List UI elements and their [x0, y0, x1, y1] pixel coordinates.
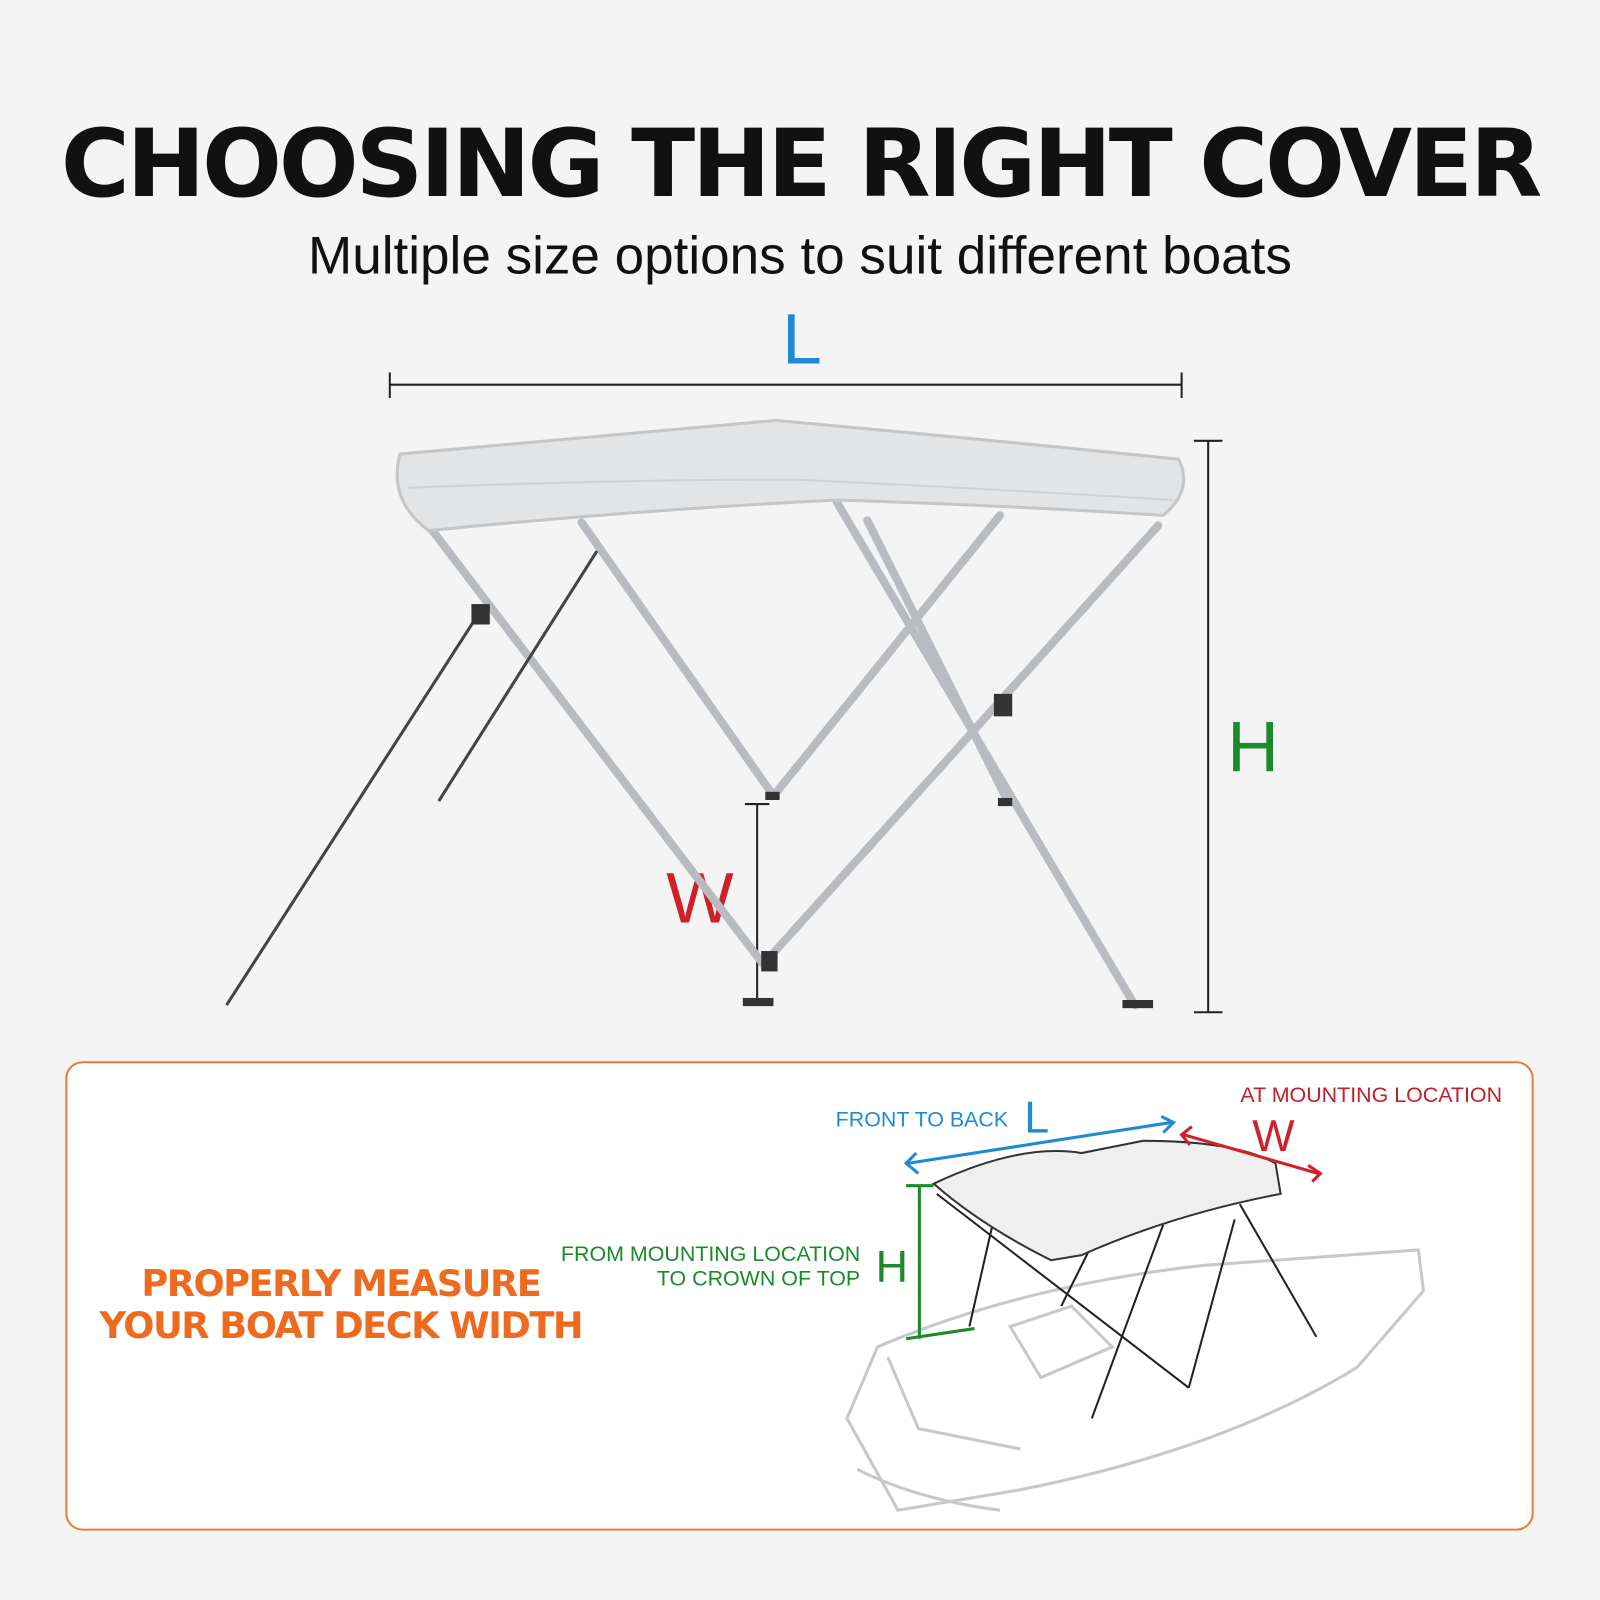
length-label: L: [782, 299, 822, 379]
page-subtitle: Multiple size options to suit different …: [308, 226, 1292, 285]
width-description: AT MOUNTING LOCATION: [1240, 1083, 1502, 1107]
info-height-label: H: [876, 1241, 908, 1292]
info-height-arrow: [905, 1184, 975, 1341]
height-description-line1: FROM MOUNTING LOCATION: [561, 1242, 860, 1266]
info-width-arrow: [1179, 1125, 1323, 1183]
height-label: H: [1227, 707, 1279, 787]
height-description-line2: TO CROWN OF TOP: [657, 1267, 860, 1291]
info-width-label: W: [1252, 1110, 1295, 1161]
page-title: CHOOSING THE RIGHT COVER: [61, 110, 1541, 219]
info-headline-line1: PROPERLY MEASURE: [141, 1262, 540, 1305]
small-bimini-sketch: [931, 1139, 1318, 1419]
boat-sketch: [845, 1248, 1426, 1512]
info-length-label: L: [1024, 1092, 1049, 1143]
width-dimension: W: [666, 803, 770, 1006]
info-length-arrow: [903, 1114, 1177, 1175]
bimini-top-illustration: [225, 418, 1186, 1010]
height-dimension: H: [1193, 439, 1279, 1014]
info-headline-line2: YOUR BOAT DECK WIDTH: [99, 1304, 583, 1347]
length-description: FRONT TO BACK: [836, 1108, 1009, 1132]
width-label: W: [666, 858, 734, 938]
length-dimension: L: [388, 299, 1183, 398]
